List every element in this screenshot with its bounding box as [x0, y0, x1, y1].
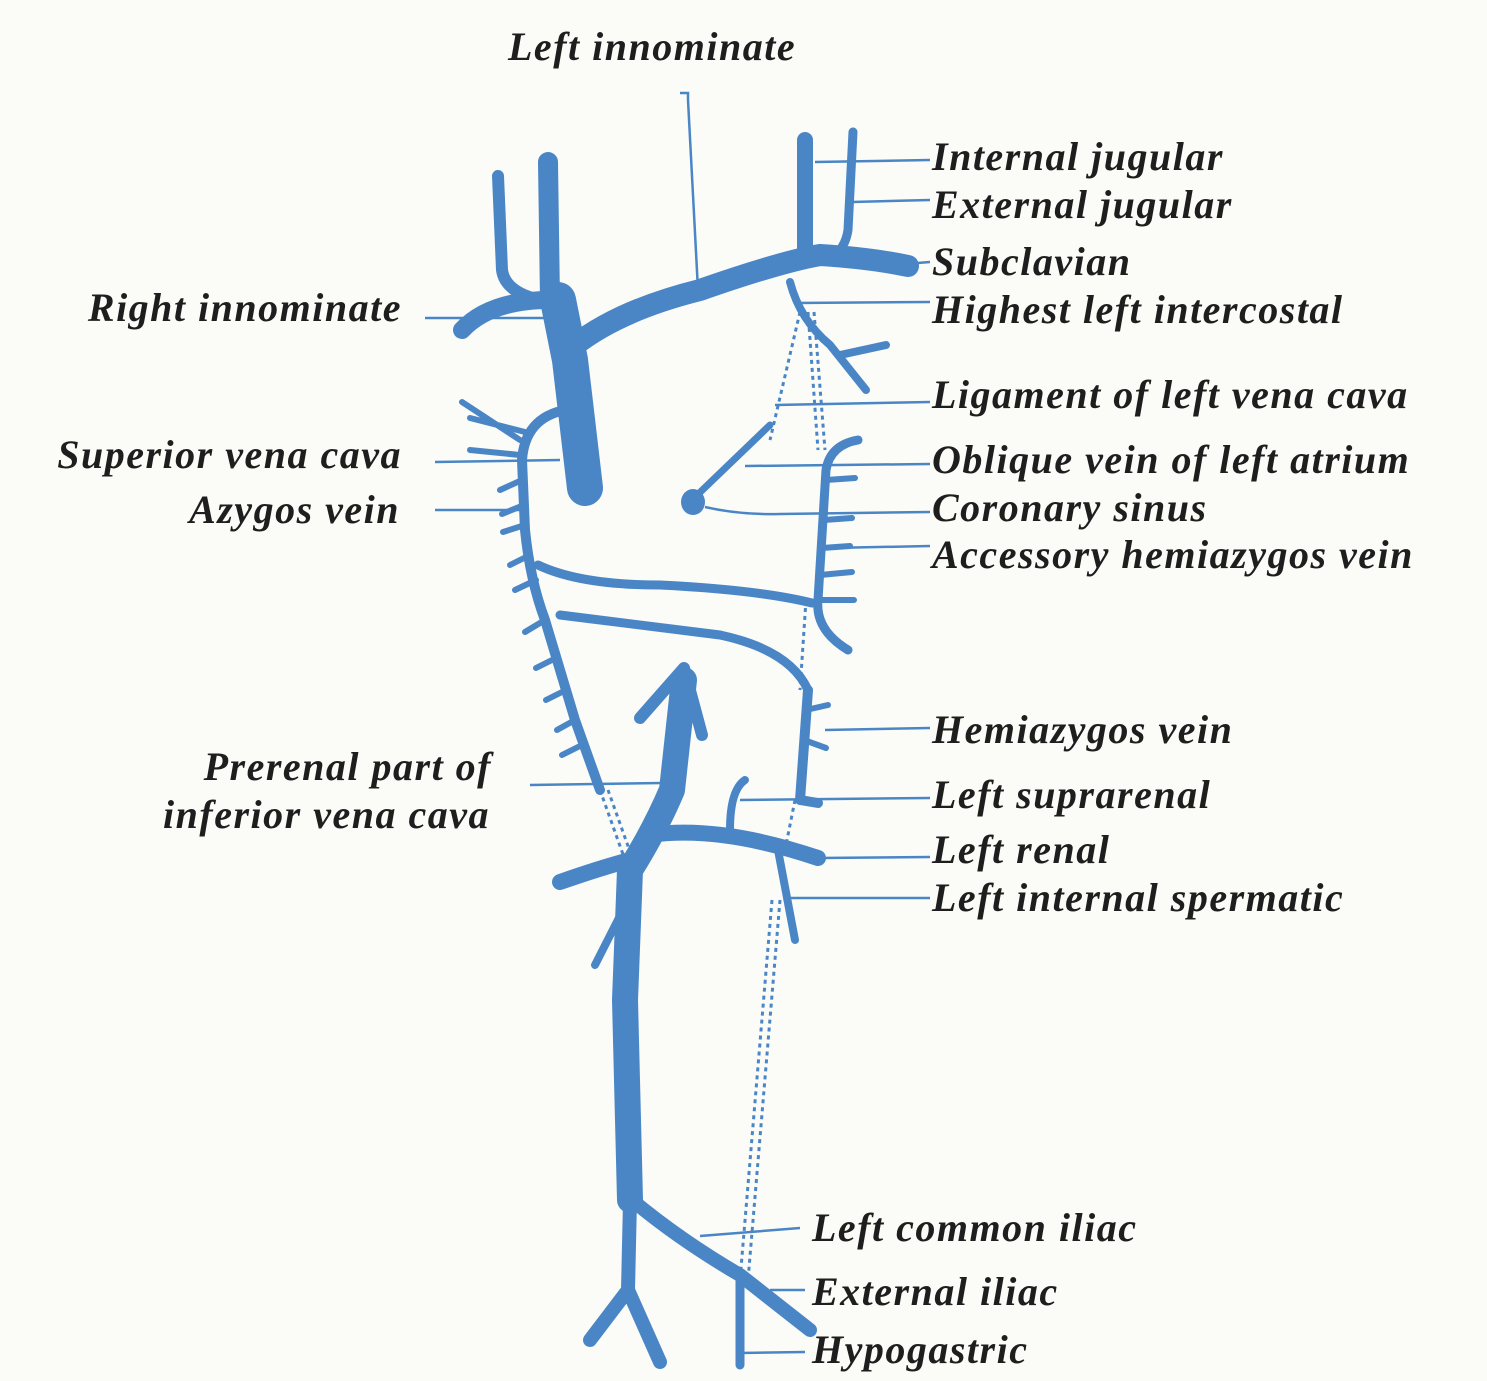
right-internal-jugular: [538, 152, 560, 310]
coronary-sinus: [681, 489, 705, 515]
right-external-jugular: [492, 170, 546, 306]
label-internal-jugular: Internal jugular: [931, 134, 1224, 179]
right-renal: [552, 852, 638, 890]
spermatic-dotted: [738, 899, 782, 1281]
upper-cross-vein: [533, 560, 817, 608]
superior-vena-cava: [540, 282, 603, 506]
left-common-iliac: [625, 1193, 817, 1337]
oblique-vein: [688, 421, 774, 504]
label-superior-vena-cava: Superior vena cava: [57, 432, 402, 477]
label-oblique-vein: Oblique vein of left atrium: [932, 437, 1410, 482]
label-hemiazygos: Hemiazygos vein: [931, 707, 1233, 752]
left-innominate-vein: [564, 244, 919, 356]
label-prerenal-line1: Prerenal part of: [203, 744, 495, 789]
label-accessory-hemiazygos: Accessory hemiazygos vein: [929, 532, 1414, 577]
left-spermatic: [774, 846, 799, 944]
label-left-renal: Left renal: [931, 827, 1110, 872]
label-hypogastric: Hypogastric: [811, 1327, 1028, 1372]
left-renal: [642, 824, 826, 866]
label-right-innominate: Right innominate: [87, 285, 402, 330]
left-suprarenal: [726, 776, 749, 834]
label-external-jugular: External jugular: [931, 182, 1233, 227]
hemiazygos-tributaries: [801, 702, 831, 751]
label-coronary-sinus: Coronary sinus: [932, 485, 1208, 530]
label-azygos-vein: Azygos vein: [186, 487, 400, 532]
right-subclavian: [453, 291, 559, 339]
label-highest-left-intercostal: Highest left intercostal: [931, 287, 1344, 332]
suprarenal-dotted: [783, 799, 797, 851]
lower-cross-vein: [555, 610, 813, 695]
label-left-internal-spermatic: Left internal spermatic: [931, 875, 1344, 920]
leader-lines: [425, 91, 931, 1355]
label-ligament-left-vena-cava: Ligament of left vena cava: [931, 372, 1409, 417]
label-prerenal-line2: inferior vena cava: [163, 792, 490, 837]
right-common-iliac: [583, 1193, 667, 1369]
left-external-jugular: [825, 127, 858, 263]
inferior-vena-cava: [612, 667, 697, 1213]
label-left-suprarenal: Left suprarenal: [931, 772, 1211, 817]
labels: Left innominate Internal jugular Externa…: [57, 24, 1414, 1372]
ligament-left-vena-cava: [768, 311, 827, 451]
ivc-arrowhead: [634, 662, 708, 741]
label-left-common-iliac: Left common iliac: [811, 1205, 1137, 1250]
right-lumbar: [591, 896, 632, 969]
label-external-iliac: External iliac: [811, 1269, 1059, 1314]
label-left-innominate: Left innominate: [507, 24, 796, 69]
azygos: [517, 405, 605, 795]
label-subclavian: Subclavian: [932, 239, 1131, 284]
highest-intercostal: [786, 278, 890, 394]
hemiazygos-dotted: [798, 599, 808, 691]
